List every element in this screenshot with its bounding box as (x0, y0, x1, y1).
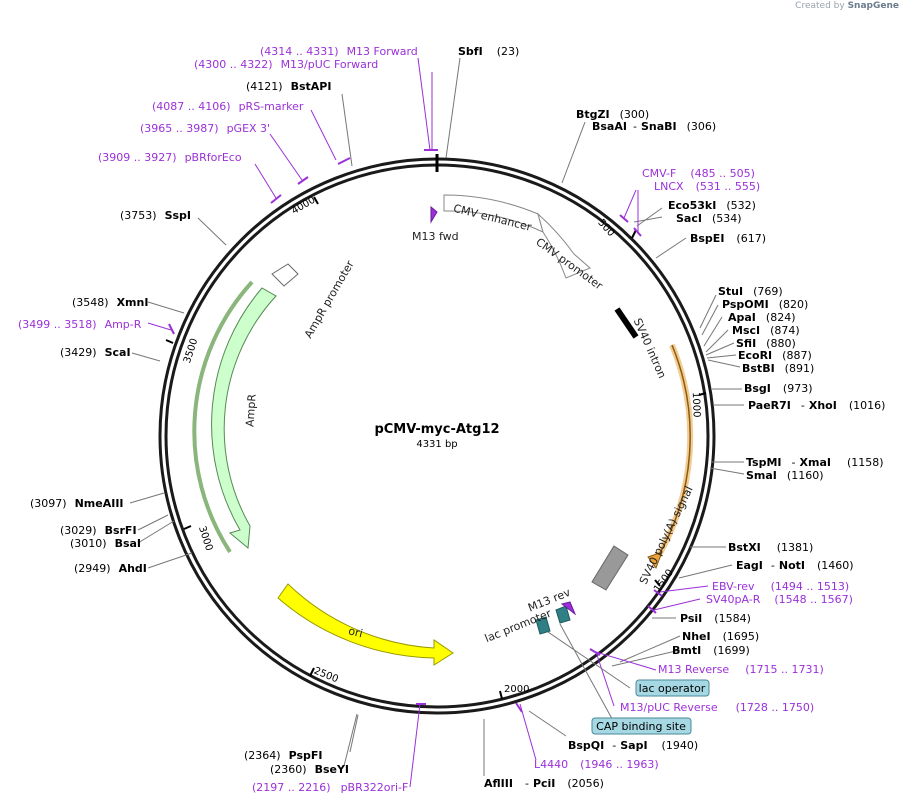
primer-cmv-f: CMV-F(485 .. 505) (642, 167, 755, 180)
site-bspei: BspEI(617) (690, 232, 766, 245)
primer-prs-marker: (4087 .. 4106)pRS-marker (152, 100, 304, 113)
tick-label-3000: 3000 (196, 525, 214, 553)
tick-label-1000: 1000 (690, 392, 702, 418)
site-bmti: BmtI(1699) (672, 644, 750, 657)
tick-1000 (698, 392, 707, 396)
orange-feature-head (647, 551, 663, 570)
site-smai: SmaI(1160) (746, 469, 823, 482)
site-sbfi: SbfI(23) (458, 45, 519, 58)
site-bsgi: BsgI(973) (744, 382, 813, 395)
primer-pbrforeco: (3909 .. 3927)pBRforEco (98, 151, 242, 164)
cap-site-box (591, 717, 692, 735)
primer-lncx: LNCX(531 .. 555) (654, 180, 760, 193)
site-nmeaiii: (3097)NmeAIII (30, 497, 124, 510)
box-lines (547, 623, 631, 727)
orange-feature-line (655, 344, 691, 561)
tick-2000 (499, 690, 503, 700)
lac-promoter-block-a (535, 616, 551, 635)
ampr-arrow (211, 287, 277, 549)
m13-rev-marker (560, 601, 577, 616)
lac-operator-label: lac operator (639, 682, 706, 695)
site-scai: (3429)ScaI (60, 346, 131, 359)
label-sv40-intron: SV40 intron (631, 316, 669, 380)
site-ecori: EcoRI(887) (738, 349, 812, 362)
plasmid-size: 4331 bp (416, 439, 457, 450)
primer-ticks (168, 149, 663, 713)
site-eagi: EagI-NotI(1460) (736, 559, 854, 572)
cmv-promoter-arrow (537, 212, 591, 279)
primer-pbr322ori-f: (2197 .. 2216)pBR322ori-F (252, 781, 408, 794)
site-bseyi: (2360)BseYI (270, 763, 349, 776)
label-ampr: AmpR (243, 393, 258, 427)
primer-amp-r: (3499 .. 3518)Amp-R (18, 318, 142, 331)
plasmid-name: pCMV-myc-Atg12 (374, 422, 499, 437)
tick-label-2000: 2000 (504, 684, 529, 695)
ampr-promoter-arrow (271, 263, 299, 287)
tick-2500 (309, 667, 315, 677)
primer-m13-reverse: M13 Reverse(1715 .. 1731) (658, 663, 824, 676)
site-bsai: (3010)BsaI (70, 537, 141, 550)
ring-ticks (165, 196, 707, 700)
site-saci: SacI(534) (676, 212, 742, 225)
site-psii: PsiI(1584) (680, 612, 751, 625)
tick-3500 (165, 339, 174, 344)
ampr-highlight (192, 280, 254, 554)
label-cmv-promoter: CMV promoter (533, 235, 605, 292)
ori-arrow (277, 583, 454, 666)
tick-3000 (183, 525, 192, 530)
primer-l4440: L4440(1946 .. 1963) (534, 758, 659, 771)
snapgene-credit: Created by SnapGene (795, 1, 899, 11)
site-pspfi: (2364)PspFI (244, 749, 322, 762)
site-pspomi: PspOMI(820) (722, 298, 808, 311)
site-tspmi: TspMI-XmaI(1158) (746, 456, 884, 469)
tick-500 (631, 229, 637, 239)
site-sspi: (3753)SspI (120, 209, 191, 222)
tick-label-3500: 3500 (182, 337, 200, 365)
site-bstxi: BstXI(1381) (728, 541, 813, 554)
credit-prefix: Created by (795, 1, 845, 11)
primer-sv40pa-r: SV40pA-R(1548 .. 1567) (706, 593, 853, 606)
site-bstbi: BstBI(891) (742, 362, 814, 375)
site-bsrfi: (3029)BsrFI (60, 524, 137, 537)
site-bsaai: BsaAI-SnaBI(306) (592, 120, 716, 133)
site-nhei: NheI(1695) (682, 630, 759, 643)
site-sfii: SfiI(880) (736, 337, 796, 350)
sv40-intron-bar (614, 307, 639, 339)
site-xmni: (3548)XmnI (72, 296, 148, 309)
primer-ebv-rev: EBV-rev(1494 .. 1513) (712, 580, 849, 593)
label-m13-fwd: M13 fwd (412, 230, 459, 243)
lac-operator-box (635, 679, 710, 697)
site-ahdi: (2949)AhdI (74, 562, 147, 575)
site-afliii: AflIII-PciI(2056) (484, 777, 604, 790)
site-bstapi: (4121)BstAPI (246, 80, 331, 93)
cap-site-label: CAP binding site (596, 720, 686, 733)
m13-fwd-marker (430, 205, 438, 224)
site-lines (129, 57, 745, 776)
primer-pgex3: (3965 .. 3987)pGEX 3' (140, 122, 270, 135)
site-bspqi: BspQI-SapI(1940) (568, 739, 698, 752)
primer-m13-forward: (4314 .. 4331)M13 Forward (260, 45, 418, 58)
site-stui: StuI(769) (718, 285, 783, 298)
label-ampr-promoter: AmpR promoter (302, 258, 357, 341)
site-apai: ApaI(824) (728, 311, 796, 324)
site-msci: MscI(874) (732, 324, 800, 337)
site-paer7i: PaeR7I-XhoI(1016) (748, 399, 885, 412)
sv40-polya-box (591, 545, 629, 591)
snapgene-logo: SnapGene (847, 1, 899, 11)
primer-m13puc-forward: (4300 .. 4322)M13/pUC Forward (194, 58, 378, 71)
site-eco53ki: Eco53kI(532) (668, 199, 756, 212)
site-btgzi: BtgZI(300) (576, 108, 649, 121)
lac-promoter-block-b (555, 605, 571, 624)
tick-1500 (654, 579, 661, 587)
label-ori: ori (347, 624, 364, 640)
tick-4000 (313, 196, 319, 205)
primer-lines (147, 57, 709, 788)
primer-m13puc-reverse: M13/pUC Reverse(1728 .. 1750) (620, 701, 814, 714)
